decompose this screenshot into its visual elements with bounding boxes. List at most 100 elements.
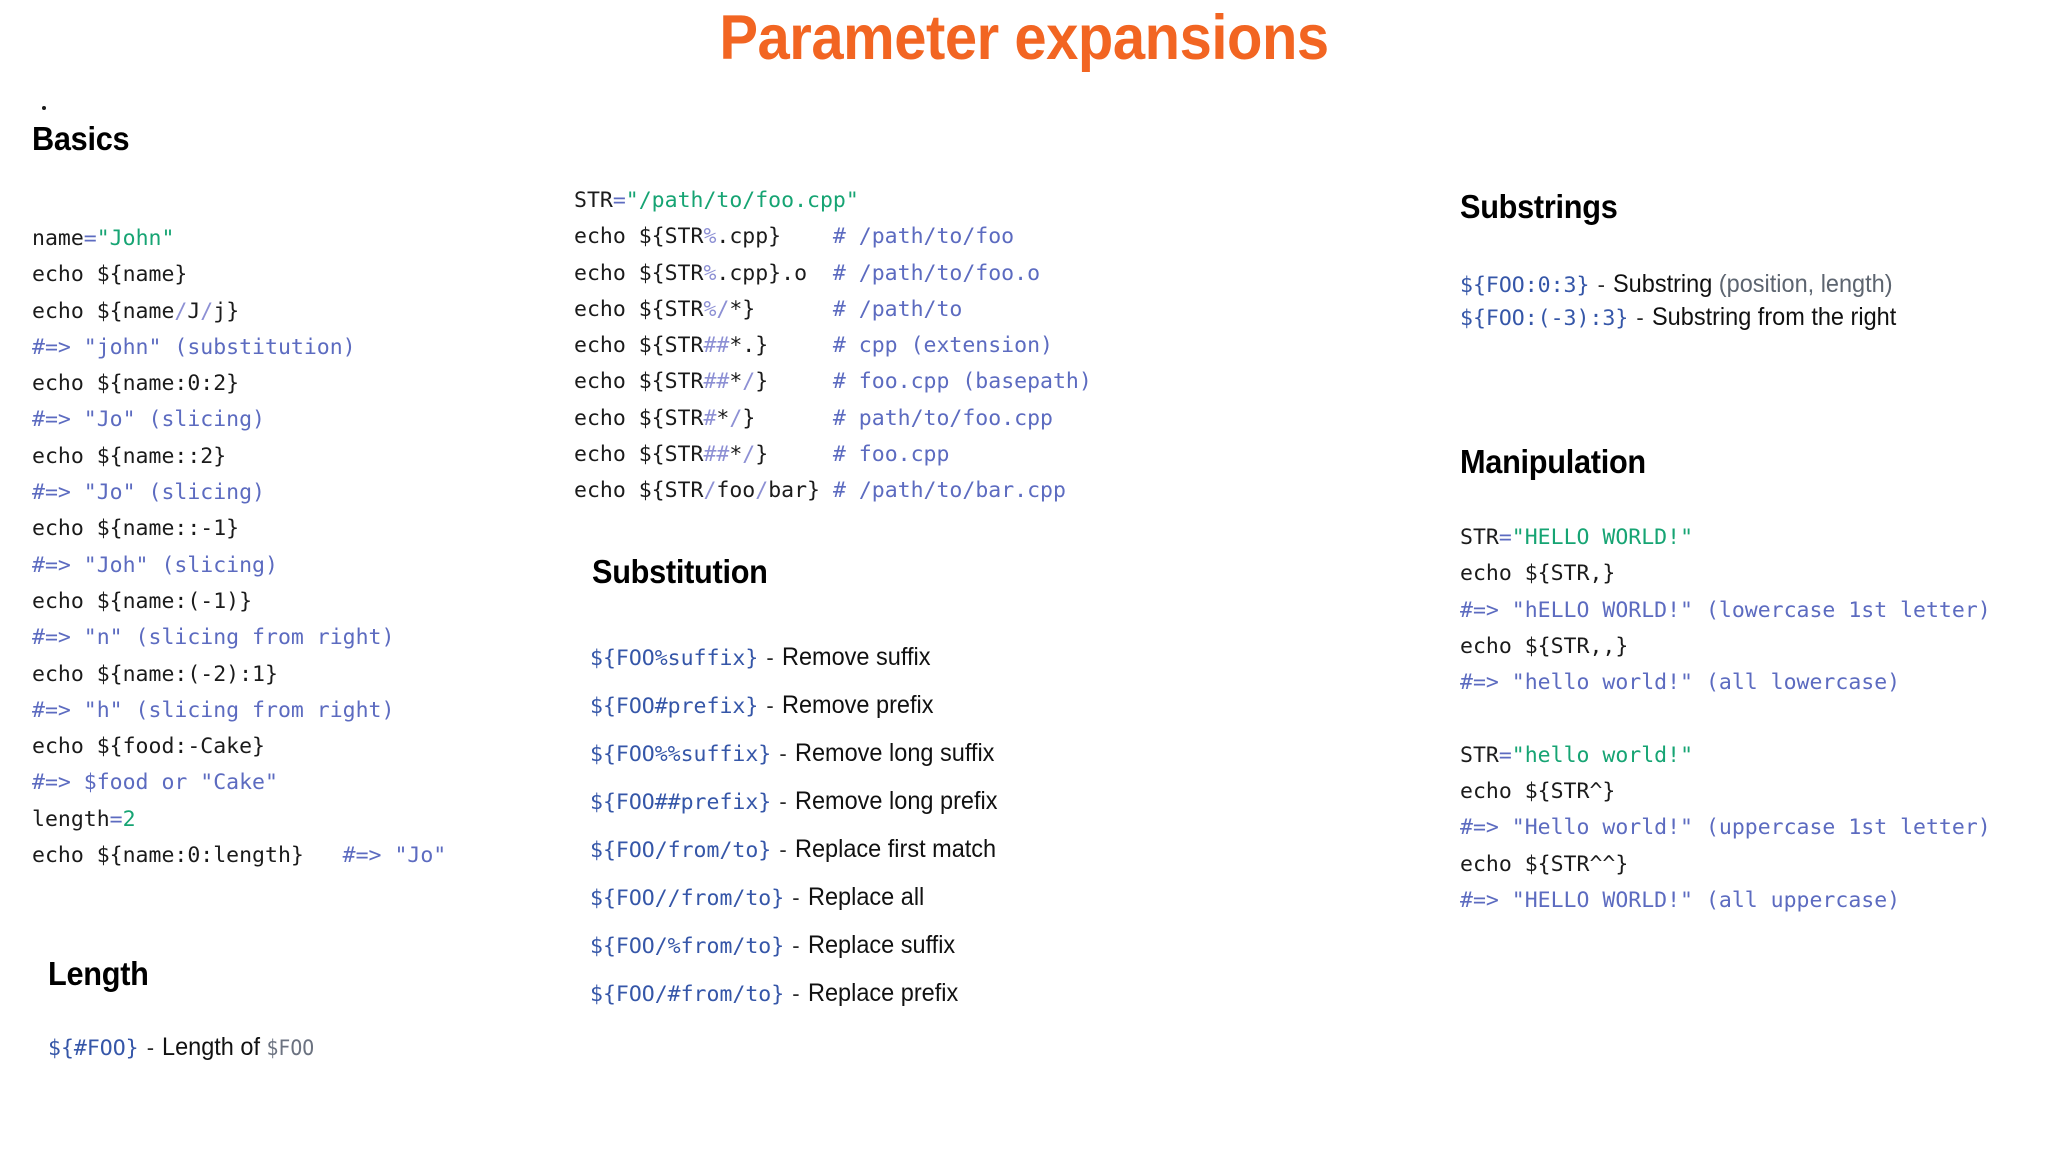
code-line: STR="/path/to/foo.cpp" <box>574 183 1294 219</box>
code-token: .cpp}.o <box>716 260 833 286</box>
code-token: echo ${name:0:2} <box>32 371 240 397</box>
code-token: #=> "Jo" (slicing) <box>32 407 265 433</box>
definition-row: ${#FOO} - Length of $FOO <box>48 1033 324 1062</box>
code-token: % <box>703 224 717 250</box>
definition-row: ${FOO//from/to} - Replace all <box>590 883 1010 912</box>
code-token: # /path/to/foo <box>832 224 1015 250</box>
expansion-code: ${FOO%suffix} <box>590 646 759 671</box>
expansion-description: Replace all <box>807 883 925 911</box>
code-line: echo ${name:0:2} <box>32 366 652 402</box>
code-token: } <box>742 405 833 431</box>
code-token: / <box>755 478 769 504</box>
code-token: name <box>32 226 84 251</box>
expansion-code: ${FOO##prefix} <box>590 790 772 815</box>
code-token: = <box>612 188 626 213</box>
code-line: echo ${STR%/*} # /path/to <box>574 292 1294 328</box>
expansion-description: Substring (position, length) <box>1613 270 1893 298</box>
code-line: #=> "Jo" (slicing) <box>32 402 652 438</box>
code-token: echo ${STR^^} <box>1460 851 1629 877</box>
code-line: echo ${food:-Cake} <box>32 729 652 765</box>
definition-list-substitution: ${FOO%suffix} - Remove suffix${FOO#prefi… <box>590 643 1010 1027</box>
section-heading-substitution: Substitution <box>592 553 768 590</box>
code-token: .cpp} <box>716 224 833 250</box>
code-token: #=> "Jo" <box>342 843 447 869</box>
code-line: echo ${name:(-2):1} <box>32 657 652 693</box>
code-token: echo ${STR <box>574 333 704 359</box>
code-token: echo ${STR <box>574 224 704 250</box>
code-token: echo ${STR <box>574 442 704 468</box>
code-line: echo ${name/J/j} <box>32 294 652 330</box>
code-token: #=> "Hello world!" (uppercase 1st letter… <box>1460 815 1991 841</box>
code-line: #=> "hello world!" (all lowercase) <box>1460 665 2016 701</box>
code-token: *.} <box>729 333 833 359</box>
code-line: echo ${STR^^} <box>1460 847 2016 883</box>
code-line: echo ${name::-1} <box>32 511 652 547</box>
code-line: echo ${STR,} <box>1460 556 2016 592</box>
expansion-code: ${FOO%%suffix} <box>590 742 772 767</box>
code-token: echo ${name:(-2):1} <box>32 661 278 687</box>
description-note: (position, length) <box>1718 270 1893 298</box>
separator-dash: - <box>786 885 806 910</box>
code-line: echo ${STR^} <box>1460 774 2016 810</box>
code-token: echo ${STR <box>574 260 704 286</box>
section-heading-manipulation: Manipulation <box>1460 443 1646 480</box>
code-line: echo ${STR/foo/bar} # /path/to/bar.cpp <box>574 473 1294 509</box>
page-title: Parameter expansions <box>719 3 1329 73</box>
code-line: name="John" <box>32 221 652 257</box>
code-line: echo ${name:(-1)} <box>32 584 652 620</box>
definition-row: ${FOO:(-3):3} - Substring from the right <box>1460 303 1912 332</box>
code-token: "hello world!" <box>1511 742 1694 768</box>
code-token: 2 <box>122 806 136 832</box>
definition-row: ${FOO/%from/to} - Replace suffix <box>590 931 1010 960</box>
section-heading-substrings: Substrings <box>1460 188 1618 225</box>
code-token: = <box>109 806 123 832</box>
code-token: * <box>729 442 743 468</box>
code-token: ## <box>703 442 730 468</box>
separator-dash: - <box>1591 272 1612 297</box>
code-line: #=> "john" (substitution) <box>32 330 652 366</box>
expansion-description: Remove long prefix <box>794 787 998 815</box>
code-token: echo ${STR <box>574 405 704 431</box>
definition-row: ${FOO/#from/to} - Replace prefix <box>590 979 1010 1008</box>
code-token: / <box>200 298 214 324</box>
definition-row: ${FOO##prefix} - Remove long prefix <box>590 787 1010 816</box>
code-token: #=> $food or "Cake" <box>32 770 278 796</box>
code-token: * <box>729 369 743 395</box>
code-line: length=2 <box>32 802 652 838</box>
expansion-code: ${FOO:(-3):3} <box>1460 306 1629 331</box>
code-block-paths: STR="/path/to/foo.cpp"echo ${STR%.cpp} #… <box>574 183 1294 510</box>
expansion-code: ${FOO#prefix} <box>590 694 759 719</box>
code-token: #=> "HELLO WORLD!" (all uppercase) <box>1460 887 1901 913</box>
code-token: % <box>703 260 717 286</box>
code-line: #=> "hELLO WORLD!" (lowercase 1st letter… <box>1460 593 2016 629</box>
code-line: #=> "HELLO WORLD!" (all uppercase) <box>1460 883 2016 919</box>
expansion-code: ${FOO/%from/to} <box>590 934 785 959</box>
code-token: j} <box>213 298 240 324</box>
expansion-code: ${FOO/from/to} <box>590 838 772 863</box>
separator-dash: - <box>773 837 793 862</box>
code-line: #=> "Jo" (slicing) <box>32 475 652 511</box>
code-token: echo ${STR,,} <box>1460 633 1629 659</box>
code-token: echo ${STR,} <box>1460 561 1616 587</box>
code-line: echo ${STR##*/} # foo.cpp (basepath) <box>574 364 1294 400</box>
expansion-code: ${#FOO} <box>48 1036 139 1061</box>
section-heading-basics: Basics <box>32 120 130 157</box>
code-token: echo ${STR^} <box>1460 779 1616 805</box>
code-token: # foo.cpp (basepath) <box>832 369 1092 395</box>
code-token: / <box>729 405 743 431</box>
code-block-basics: name="John"echo ${name}echo ${name/J/j}#… <box>32 221 652 874</box>
code-token: #=> "Jo" (slicing) <box>32 480 265 506</box>
code-token: = <box>83 226 97 251</box>
code-token: #=> "Joh" (slicing) <box>32 552 278 578</box>
code-line: #=> "n" (slicing from right) <box>32 620 652 656</box>
description-variable: $FOO <box>266 1036 315 1060</box>
definition-row: ${FOO:0:3} - Substring (position, length… <box>1460 270 1912 299</box>
code-token: / <box>174 298 188 324</box>
code-token: # foo.cpp <box>832 442 950 468</box>
code-token: echo ${STR <box>574 478 704 504</box>
definition-row: ${FOO/from/to} - Replace first match <box>590 835 1010 864</box>
section-heading-length: Length <box>48 955 149 992</box>
expansion-description: Replace first match <box>794 835 996 863</box>
code-token: } <box>755 442 833 468</box>
code-token: / <box>742 369 756 395</box>
